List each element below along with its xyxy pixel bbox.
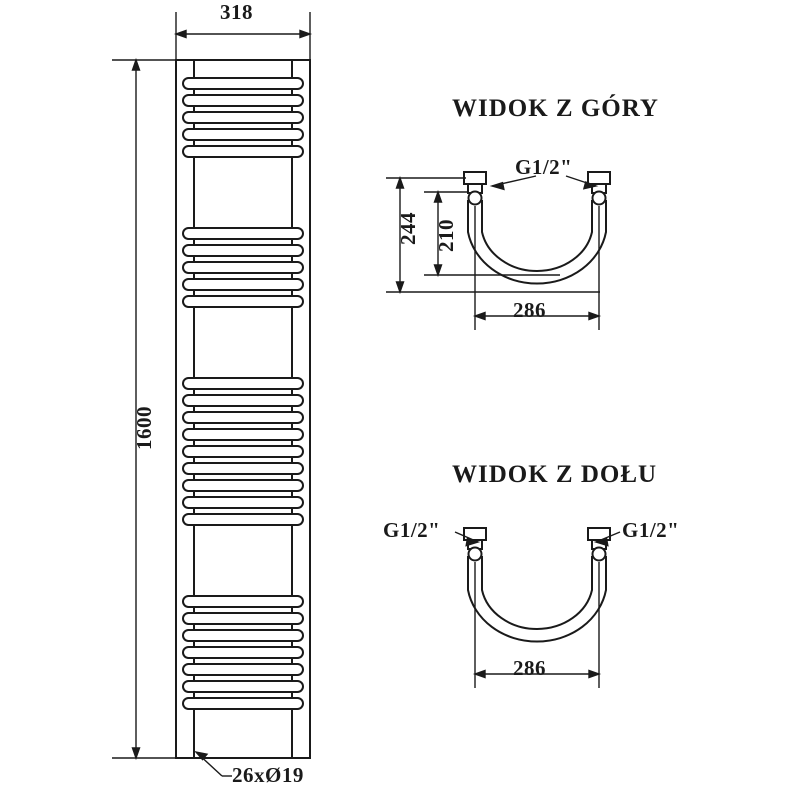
bottom-view-geometry xyxy=(463,527,611,643)
front-width-label: 318 xyxy=(220,0,253,24)
top-view-inner-depth-dimension xyxy=(424,189,560,278)
mounting-hole-label: 26xØ19 xyxy=(232,763,304,787)
bottom-view-connection-left-label: G1/2" xyxy=(383,518,441,542)
radiator-tubes xyxy=(182,77,304,710)
bottom-view-width-dimension xyxy=(472,562,602,688)
radiator-inner-rails xyxy=(193,72,293,746)
mounting-hole-leader xyxy=(194,750,232,777)
bottom-view-connection-right-label: G1/2" xyxy=(622,518,680,542)
top-view-depth-label: 244 xyxy=(396,212,420,245)
bottom-view-title: WIDOK Z DOŁU xyxy=(452,461,658,488)
front-width-dimension xyxy=(173,12,313,62)
front-height-dimension xyxy=(112,57,178,761)
top-view-connection-leaders xyxy=(489,175,599,191)
top-view-title: WIDOK Z GÓRY xyxy=(452,95,659,122)
bottom-view-width-label: 286 xyxy=(513,656,546,680)
top-view-inner-depth-label: 210 xyxy=(434,219,458,252)
front-height-label: 1600 xyxy=(132,406,156,450)
top-view-depth-dimension xyxy=(386,175,600,295)
top-view-geometry xyxy=(463,171,611,285)
top-view-width-dimension xyxy=(472,206,602,330)
top-view-connection-label: G1/2" xyxy=(515,155,573,179)
top-view-width-label: 286 xyxy=(513,298,546,322)
bottom-view-connection-leaders xyxy=(454,531,621,547)
